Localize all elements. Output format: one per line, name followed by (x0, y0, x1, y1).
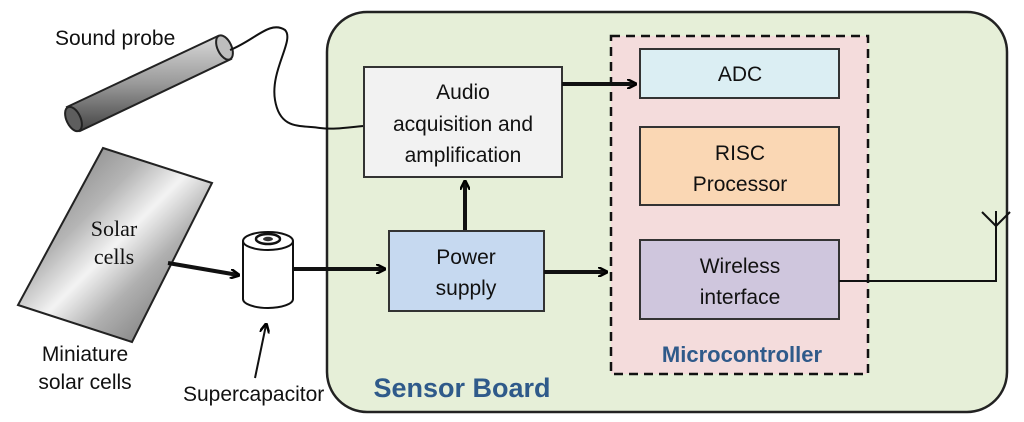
probe-cable (229, 26, 365, 130)
supercapacitor-label: Supercapacitor (183, 383, 324, 406)
sound-probe-label: Sound probe (55, 27, 175, 50)
risc-label-line2: Processor (693, 173, 788, 196)
power-supply-line2: supply (436, 277, 497, 300)
wireless-label-line1: Wireless (700, 255, 781, 278)
audio-block (363, 66, 563, 178)
risc-label-line1: RISC (715, 142, 765, 165)
power-supply-line1: Power (436, 246, 496, 269)
wireless-label-line2: interface (700, 286, 781, 309)
miniature-solar-cells-label-line2: solar cells (38, 371, 131, 394)
solar-cells-icon (16, 146, 214, 344)
arrow-solar-to-capacitor (167, 261, 238, 275)
audio-block-line3: amplification (405, 144, 522, 167)
adc-block (639, 48, 840, 99)
solar-cells-label-line1: Solar (91, 216, 138, 241)
audio-block-line2: acquisition and (393, 113, 533, 136)
antenna-line (839, 226, 997, 282)
adc-label: ADC (718, 63, 762, 86)
solar-cells-label-line2: cells (94, 244, 134, 269)
audio-block-line1: Audio (436, 81, 490, 104)
supercapacitor-icon (242, 231, 294, 309)
risc-processor-block (639, 126, 840, 206)
miniature-solar-cells-label-line1: Miniature (42, 343, 128, 366)
wireless-interface-block (639, 239, 840, 320)
antenna-icon (981, 211, 1011, 227)
power-supply-block (388, 230, 545, 312)
microcontroller-title: Microcontroller (662, 342, 823, 367)
supercapacitor-pointer (254, 325, 266, 379)
sound-probe-icon (64, 34, 234, 133)
sensor-board-title: Sensor Board (373, 373, 550, 403)
